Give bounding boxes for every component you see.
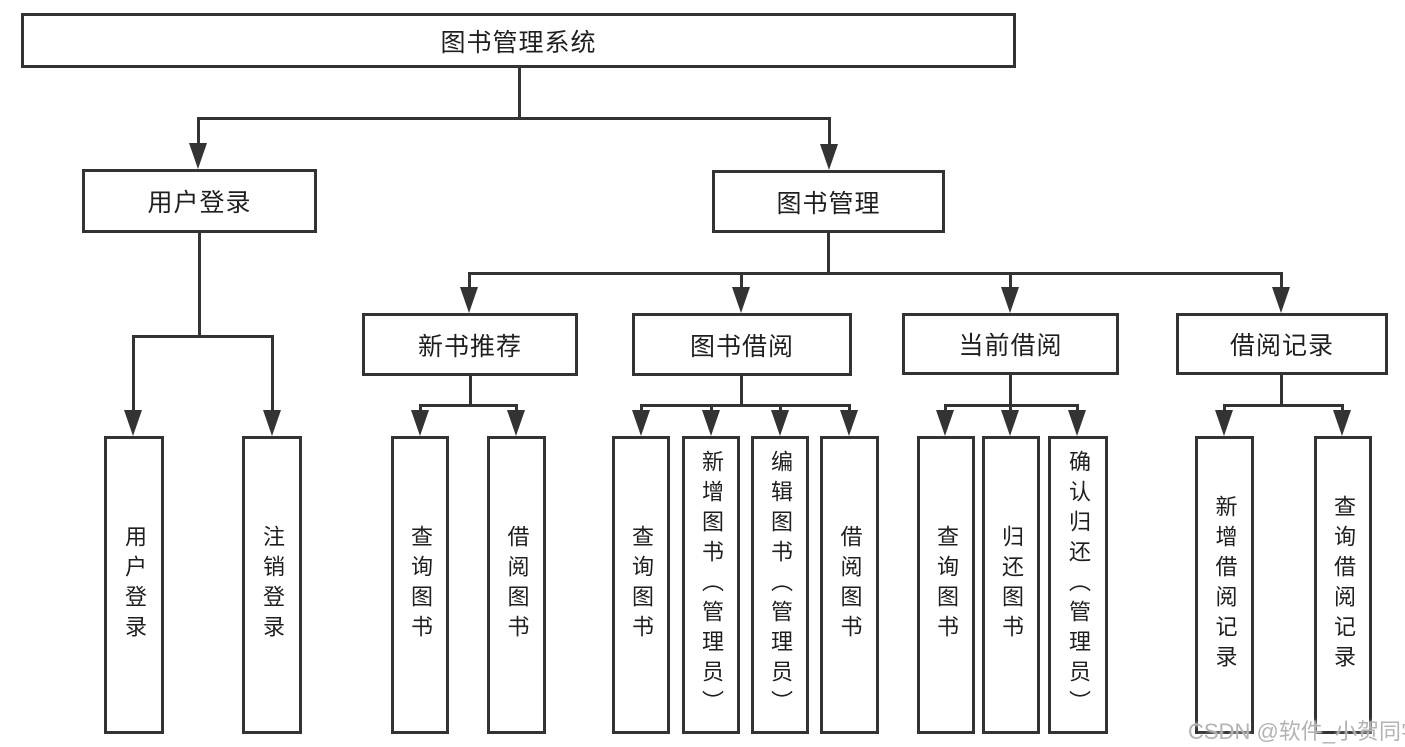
edge-nb-borrow-arrow-icon bbox=[507, 410, 525, 436]
leaf-cb-return-books: 归还图书 bbox=[982, 436, 1040, 734]
edge-cb-query-line bbox=[944, 404, 947, 412]
edge-to-current-borrow-line bbox=[1009, 272, 1012, 288]
edge-book-borrow-split bbox=[640, 404, 850, 407]
edge-nb-query-line bbox=[419, 404, 422, 412]
edge-cb-return-line bbox=[1009, 404, 1012, 412]
node-book-borrow: 图书借阅 bbox=[632, 313, 852, 376]
edge-cb-confirm-line bbox=[1076, 404, 1079, 412]
edge-bb-add-arrow-icon bbox=[702, 410, 720, 436]
leaf-cb-confirm-return-admin: 确认归还（管理员） bbox=[1048, 436, 1108, 734]
edge-to-leaf-login-line bbox=[132, 335, 135, 412]
edge-current-borrow-stem bbox=[1009, 375, 1012, 406]
edge-bb-edit-arrow-icon bbox=[771, 410, 789, 436]
edge-bb-borrow-arrow-icon bbox=[840, 410, 858, 436]
watermark: CSDN @软件_小贺同学 bbox=[1188, 719, 1405, 744]
node-new-book-recommend: 新书推荐 bbox=[362, 313, 578, 376]
leaf-logout: 注销登录 bbox=[242, 436, 302, 734]
edge-br-add-line bbox=[1223, 404, 1226, 412]
edge-to-new-book-line bbox=[468, 272, 471, 288]
edge-user-login-split bbox=[132, 335, 274, 338]
edge-new-book-split bbox=[419, 404, 518, 407]
edge-new-book-stem bbox=[469, 376, 472, 406]
edge-book-management-split bbox=[468, 272, 1283, 275]
node-book-management: 图书管理 bbox=[712, 170, 945, 233]
edge-to-user-login-line bbox=[197, 117, 200, 145]
edge-bb-query-arrow-icon bbox=[632, 410, 650, 436]
leaf-bb-edit-books-admin: 编辑图书（管理员） bbox=[751, 436, 809, 734]
edge-book-borrow-stem bbox=[740, 376, 743, 406]
edge-to-leaf-logout-arrow-icon bbox=[263, 410, 281, 436]
edge-bb-borrow-line bbox=[848, 404, 851, 412]
leaf-cb-query-books: 查询图书 bbox=[917, 436, 975, 734]
leaf-bb-query-books: 查询图书 bbox=[612, 436, 670, 734]
edge-bb-query-line bbox=[640, 404, 643, 412]
edge-to-new-book-arrow-icon bbox=[460, 287, 478, 313]
edge-cb-return-arrow-icon bbox=[1001, 410, 1019, 436]
edge-book-management-stem bbox=[827, 233, 830, 275]
edge-root-split bbox=[197, 117, 831, 120]
leaf-br-add-record: 新增借阅记录 bbox=[1195, 436, 1254, 734]
edge-to-book-borrow-line bbox=[740, 272, 743, 288]
node-user-login: 用户登录 bbox=[82, 169, 317, 233]
edge-nb-query-arrow-icon bbox=[411, 410, 429, 436]
leaf-nb-query-books: 查询图书 bbox=[391, 436, 449, 734]
edge-to-leaf-login-arrow-icon bbox=[124, 410, 142, 436]
edge-br-query-line bbox=[1341, 404, 1344, 412]
edge-bb-add-line bbox=[710, 404, 713, 412]
edge-bb-edit-line bbox=[779, 404, 782, 412]
edge-borrow-records-split bbox=[1223, 404, 1343, 407]
leaf-user-login: 用户登录 bbox=[104, 436, 164, 734]
edge-cb-query-arrow-icon bbox=[936, 410, 954, 436]
node-current-borrow: 当前借阅 bbox=[902, 313, 1119, 375]
leaf-nb-borrow-books: 借阅图书 bbox=[487, 436, 546, 734]
edge-nb-borrow-line bbox=[515, 404, 518, 412]
edge-to-current-borrow-arrow-icon bbox=[1001, 287, 1019, 313]
edge-br-query-arrow-icon bbox=[1333, 410, 1351, 436]
edge-borrow-records-stem bbox=[1280, 375, 1283, 406]
leaf-br-query-record: 查询借阅记录 bbox=[1314, 436, 1372, 734]
node-borrow-records: 借阅记录 bbox=[1176, 313, 1388, 375]
edge-to-book-borrow-arrow-icon bbox=[732, 287, 750, 313]
edge-root-stem bbox=[518, 68, 521, 118]
edge-to-user-login-arrow-icon bbox=[189, 143, 207, 169]
edge-to-leaf-logout-line bbox=[271, 335, 274, 412]
edge-to-borrow-records-line bbox=[1280, 272, 1283, 288]
edge-user-login-stem bbox=[198, 233, 201, 338]
leaf-bb-borrow-books: 借阅图书 bbox=[820, 436, 879, 734]
edge-cb-confirm-arrow-icon bbox=[1068, 410, 1086, 436]
leaf-bb-add-books-admin: 新增图书（管理员） bbox=[682, 436, 740, 734]
edge-to-book-management-line bbox=[828, 117, 831, 146]
node-root: 图书管理系统 bbox=[21, 13, 1016, 68]
edge-to-book-management-arrow-icon bbox=[820, 144, 838, 170]
edge-to-borrow-records-arrow-icon bbox=[1272, 287, 1290, 313]
edge-br-add-arrow-icon bbox=[1215, 410, 1233, 436]
